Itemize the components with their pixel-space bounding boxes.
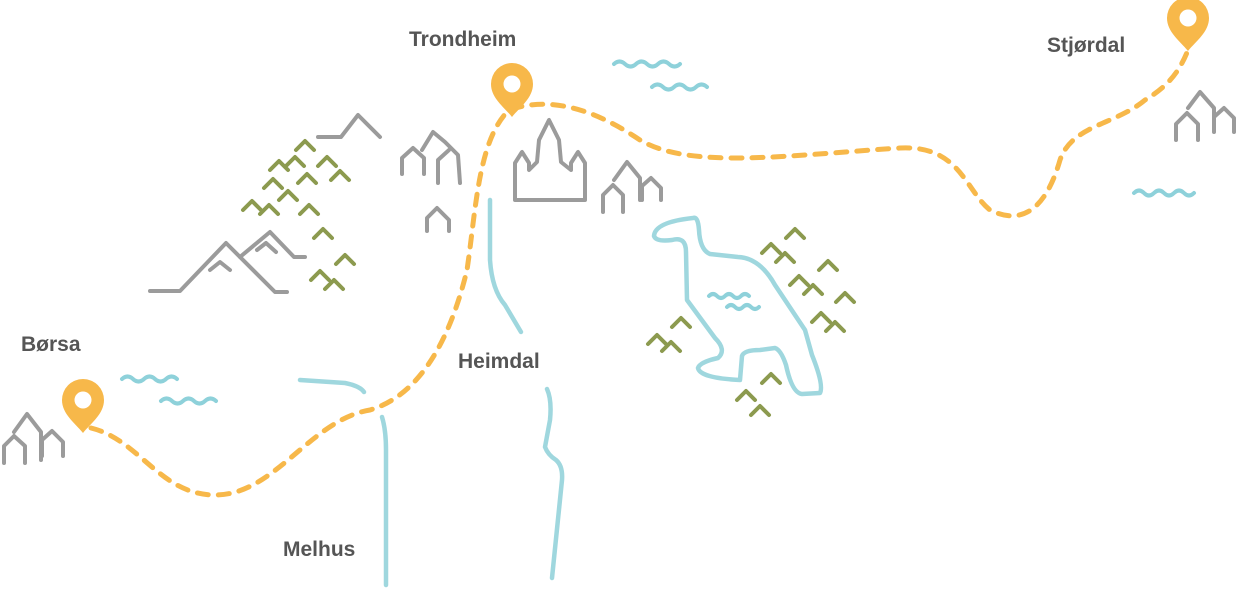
river-icon <box>379 414 389 588</box>
mountains <box>148 113 382 294</box>
wave-icon <box>1132 188 1196 198</box>
tree-icon <box>760 227 806 264</box>
tree-icon <box>241 189 320 216</box>
map-pin-icon[interactable] <box>1167 0 1209 51</box>
mountain-icon <box>316 113 382 139</box>
tree-icon <box>788 259 839 296</box>
mountain-icon <box>255 241 278 254</box>
house-icon <box>2 412 65 465</box>
house-icon <box>1174 90 1236 142</box>
tree-icon <box>262 169 351 190</box>
tree-icon <box>309 253 356 291</box>
tree-icon <box>810 291 856 333</box>
map-pin-icon[interactable] <box>491 63 533 117</box>
waves <box>120 59 1196 406</box>
place-label-borsa[interactable]: Børsa <box>21 333 81 356</box>
houses <box>2 90 1236 465</box>
place-label-heimdal[interactable]: Heimdal <box>458 350 540 373</box>
river-icon <box>651 215 824 397</box>
wave-icon <box>159 396 218 406</box>
house-icon <box>601 160 663 214</box>
house-icon <box>400 130 462 233</box>
pins <box>62 0 1209 433</box>
map-pin-icon[interactable] <box>62 379 104 433</box>
wave-icon <box>650 82 709 92</box>
river-icon <box>297 377 367 395</box>
wave-icon <box>725 303 761 311</box>
place-label-trondheim[interactable]: Trondheim <box>409 28 517 51</box>
tree-icon <box>735 372 782 417</box>
rivers <box>297 197 824 588</box>
tree-icon <box>312 227 334 240</box>
mountain-icon <box>148 241 289 294</box>
mountain-icon <box>208 260 232 272</box>
mountain-icon <box>238 230 307 259</box>
forests <box>241 139 856 417</box>
place-label-melhus[interactable]: Melhus <box>283 538 356 561</box>
river-icon <box>487 197 524 335</box>
tree-icon <box>646 316 692 353</box>
route-line <box>88 47 1191 498</box>
place-label-stjordal[interactable]: Stjørdal <box>1047 34 1126 57</box>
wave-icon <box>612 59 682 69</box>
church-icon <box>513 118 587 202</box>
river-icon <box>542 386 565 581</box>
wave-icon <box>707 292 751 300</box>
tree-icon <box>294 139 316 152</box>
wave-icon <box>120 374 179 384</box>
tree-icon <box>268 155 338 172</box>
